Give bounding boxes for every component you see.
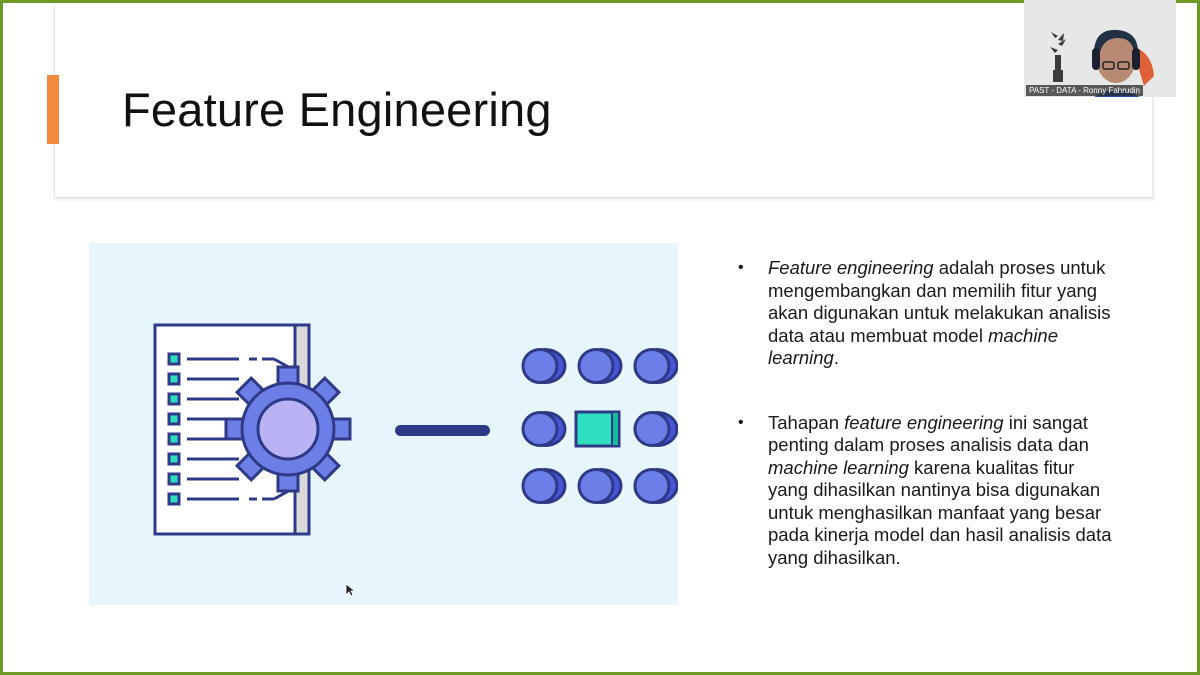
bullet-text: Feature engineering adalah proses untuk … xyxy=(768,257,1110,368)
bullet-italic-term: machine learning xyxy=(768,456,909,478)
grid-cell-circle xyxy=(521,411,559,447)
slide-title: Feature Engineering xyxy=(122,83,552,136)
bullet-italic-term: machine learning xyxy=(768,324,1059,369)
bullet-italic-term: feature engineering xyxy=(844,411,1004,433)
bullet-text-segment: adalah proses untuk mengembangkan dan me… xyxy=(768,257,1111,346)
mouse-cursor-icon xyxy=(345,583,355,597)
gear-icon xyxy=(224,365,352,493)
bullet-text-segment: Tahapan xyxy=(768,411,845,433)
bullet-text-segment: ini sangat penting dalam proses analisis… xyxy=(768,411,1089,456)
feature-grid xyxy=(521,348,678,504)
list-bullet-square xyxy=(167,472,181,486)
illustration-svg xyxy=(153,323,678,536)
bullet-italic-term: Feature engineering xyxy=(768,257,934,278)
list-bullet-square xyxy=(167,432,181,446)
webcam-video-tile[interactable]: PAST - DATA - Ronny Fahrudin xyxy=(1024,0,1176,97)
list-bullet-square xyxy=(167,372,181,386)
list-bullet-square xyxy=(167,492,181,506)
connector-bar xyxy=(395,425,490,436)
grid-cell-circle xyxy=(633,468,671,504)
title-accent-bar xyxy=(47,75,59,144)
bullet-dot: • xyxy=(738,413,744,431)
bullet-item: • Tahapan feature engineering ini sangat… xyxy=(738,412,1118,570)
list-bullet-square xyxy=(167,392,181,406)
grid-cell-circle xyxy=(521,348,559,384)
bullet-text: Tahapan feature engineering ini sangat p… xyxy=(768,412,1112,568)
list-bullet-square xyxy=(167,412,181,426)
bullet-list: • Feature engineering adalah proses untuk… xyxy=(738,257,1118,569)
grid-cell-circle xyxy=(633,348,671,384)
feature-engineering-illustration xyxy=(89,243,678,605)
bullet-text-segment: karena kualitas fitur yang dihasilkan na… xyxy=(768,456,1112,568)
grid-cell-circle xyxy=(633,411,671,447)
participant-name-label: PAST - DATA - Ronny Fahrudin xyxy=(1026,85,1144,96)
grid-cell-circle xyxy=(577,348,615,384)
list-bullet-square xyxy=(167,452,181,466)
title-card xyxy=(54,3,1153,198)
grid-cell-circle xyxy=(577,468,615,504)
bullet-item: • Feature engineering adalah proses untuk… xyxy=(738,257,1118,370)
bullet-text-segment: . xyxy=(833,347,839,368)
webcam-participant-icon xyxy=(1024,0,1176,97)
bullet-dot: • xyxy=(738,259,744,276)
grid-cell-circle xyxy=(521,468,559,504)
list-bullet-square xyxy=(167,352,181,366)
